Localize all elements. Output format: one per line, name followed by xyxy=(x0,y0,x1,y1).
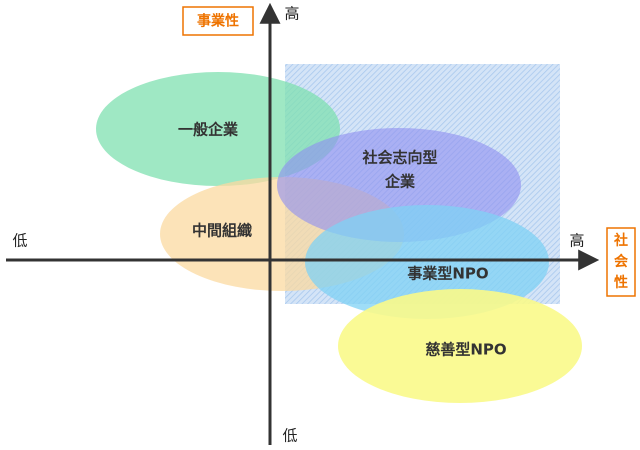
vertical-axis-title-text: 事業性 xyxy=(197,13,239,30)
horizontal-axis-title-char: 会 xyxy=(614,253,629,270)
axis-left-label: 低 xyxy=(12,232,27,250)
ippan-kigyo-ellipse xyxy=(96,72,340,186)
chukan-soshiki-label: 中間組織 xyxy=(192,222,252,240)
shakai-shiko-label-line2: 企業 xyxy=(384,173,416,191)
axis-bottom-label: 低 xyxy=(282,427,297,445)
axis-top-label: 高 xyxy=(284,5,299,23)
horizontal-axis-title-char: 性 xyxy=(614,274,628,291)
jizen-npo-ellipse xyxy=(338,289,582,403)
horizontal-axis-title: 社 会 性 xyxy=(606,227,636,297)
ippan-kigyo-label: 一般企業 xyxy=(178,121,239,139)
horizontal-axis-title-char: 社 xyxy=(613,232,628,249)
vertical-axis-title: 事業性 xyxy=(182,6,254,36)
jizen-npo-label: 慈善型NPO xyxy=(425,341,506,359)
jigyo-npo-label: 事業型NPO xyxy=(407,265,488,283)
jigyo-npo-ellipse xyxy=(305,205,549,319)
shakai-shiko-label-line1: 社会志向型 xyxy=(361,149,437,167)
axis-right-label: 高 xyxy=(569,232,584,250)
